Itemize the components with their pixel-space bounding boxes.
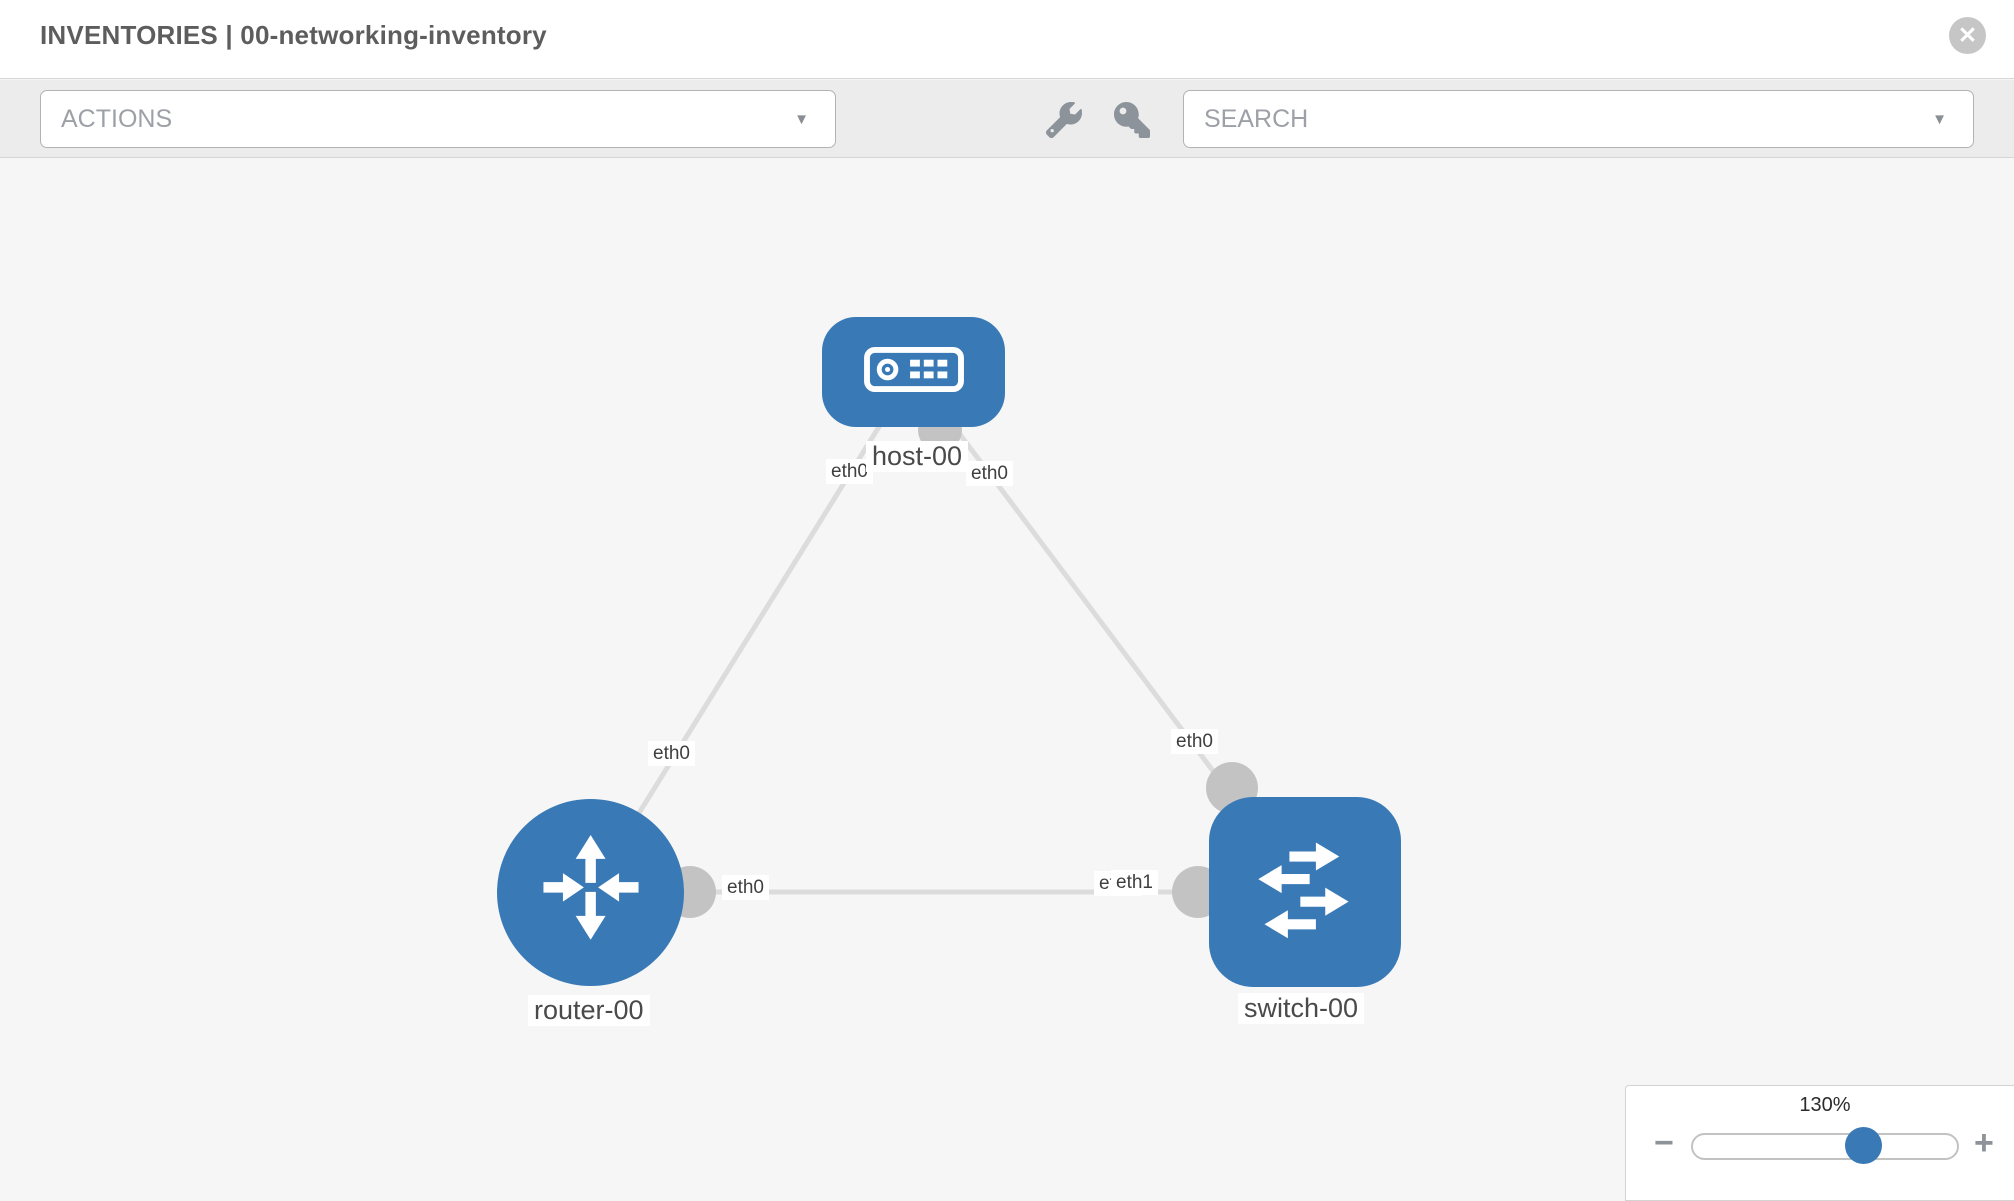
search-placeholder: SEARCH — [1204, 105, 1309, 133]
page-title: INVENTORIES | 00-networking-inventory — [40, 20, 547, 50]
zoom-slider-handle[interactable] — [1845, 1127, 1882, 1164]
credentials-button[interactable] — [1114, 102, 1150, 138]
topology-canvas[interactable]: eth0 eth0 eth0 eth0 eth0 eth0 eth1 host-… — [0, 158, 2014, 1200]
actions-dropdown[interactable]: ACTIONS ▼ — [40, 90, 836, 148]
node-label-router: router-00 — [528, 995, 650, 1026]
toolbar: ACTIONS ▼ SEARCH ▼ — [0, 80, 2014, 158]
header: INVENTORIES | 00-networking-inventory ✕ — [0, 0, 2014, 79]
chevron-down-icon: ▼ — [794, 111, 809, 128]
interface-label: eth1 — [1111, 870, 1158, 895]
chevron-down-icon: ▼ — [1932, 111, 1947, 128]
key-icon — [1114, 102, 1150, 142]
actions-dropdown-label: ACTIONS — [61, 105, 173, 133]
switch-icon-node[interactable] — [1209, 797, 1401, 987]
zoom-panel: 130% − + — [1625, 1085, 2014, 1201]
node-label-host: host-00 — [866, 441, 969, 472]
zoom-out-button[interactable]: − — [1654, 1124, 1674, 1162]
node-host-00[interactable] — [822, 317, 1005, 427]
wrench-icon — [1046, 102, 1082, 142]
interface-label: eth0 — [648, 741, 695, 766]
link-host-router — [587, 370, 916, 894]
switch-icon — [1230, 816, 1380, 969]
node-router-00[interactable] — [497, 799, 684, 986]
host-icon — [863, 346, 965, 398]
links-layer — [587, 370, 1306, 918]
router-icon — [521, 820, 661, 965]
interface-label: eth0 — [1171, 729, 1218, 754]
close-icon: ✕ — [1957, 22, 1978, 48]
interface-label: eth0 — [966, 461, 1013, 486]
zoom-slider[interactable] — [1691, 1133, 1959, 1160]
zoom-in-button[interactable]: + — [1974, 1124, 1994, 1162]
node-label-switch: switch-00 — [1238, 993, 1365, 1024]
zoom-level-label: 130% — [1799, 1094, 1851, 1116]
search-dropdown[interactable]: SEARCH ▼ — [1183, 90, 1974, 148]
close-button[interactable]: ✕ — [1949, 17, 1986, 54]
interface-label: eth0 — [722, 875, 769, 900]
interface-label: eth0 — [826, 459, 873, 484]
tools-button[interactable] — [1046, 102, 1082, 138]
